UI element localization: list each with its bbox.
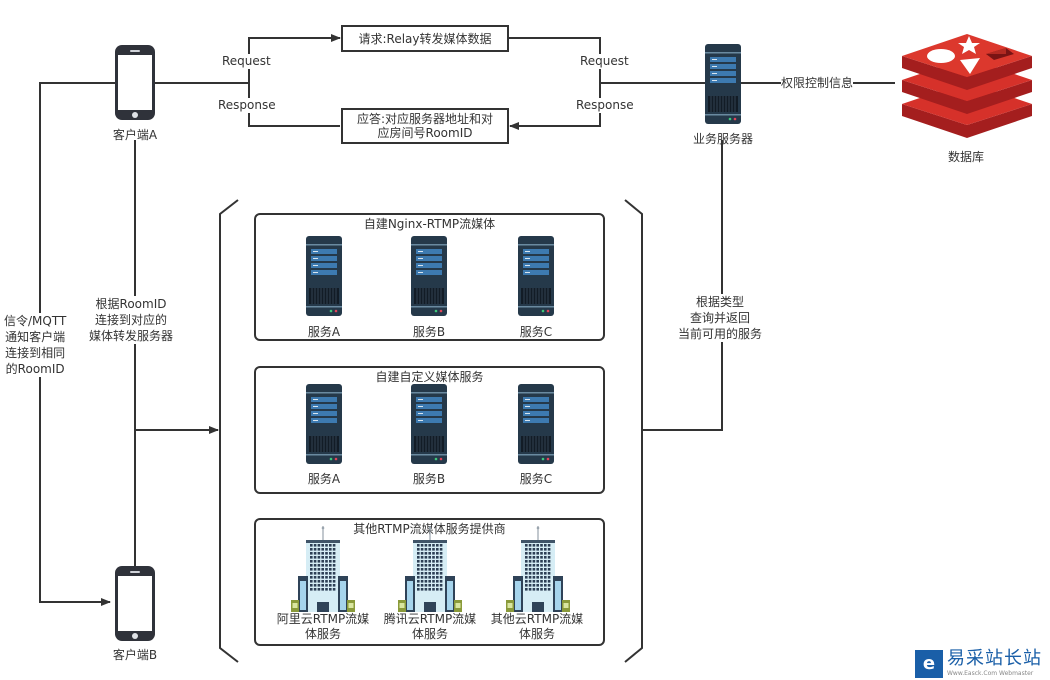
label-response-left: Response bbox=[218, 98, 276, 113]
label-response-right: Response bbox=[576, 98, 634, 113]
watermark-subtext: Www.Easck.Com Webmaster bbox=[947, 670, 1034, 677]
request-message-box: 请求:Relay转发媒体数据 bbox=[341, 25, 509, 52]
smartphone-icon bbox=[115, 566, 155, 641]
label-query-return: 根据类型 查询并返回 当前可用的服务 bbox=[678, 294, 763, 342]
server-icon bbox=[306, 236, 342, 316]
right-bracket bbox=[624, 199, 643, 663]
left-bracket bbox=[219, 199, 239, 663]
database-label: 数据库 bbox=[947, 150, 984, 164]
redis-database-icon bbox=[902, 34, 1032, 138]
label-request-right: Request bbox=[580, 54, 629, 69]
server-icon bbox=[411, 236, 447, 316]
watermark: e 易采站长站 Www.Easck.Com Webmaster bbox=[915, 648, 1050, 680]
label-mqtt-notify: 信令/MQTT 通知客户端 连接到相同 的RoomID bbox=[4, 313, 67, 377]
group-title: 自建Nginx-RTMP流媒体 bbox=[363, 217, 496, 231]
edge-query-return bbox=[642, 140, 723, 431]
business-server-label: 业务服务器 bbox=[692, 132, 753, 146]
aliyun-rtmp-label: 阿里云RTMP流媒 体服务 bbox=[276, 612, 370, 641]
service-c-label: 服务C bbox=[519, 472, 553, 486]
edge-response-left bbox=[248, 83, 340, 127]
group-title: 自建自定义媒体服务 bbox=[375, 370, 484, 384]
office-building-icon bbox=[398, 526, 462, 612]
client-a-label: 客户端A bbox=[112, 128, 158, 142]
service-a-label: 服务A bbox=[307, 325, 341, 339]
tencent-rtmp-label: 腾讯云RTMP流媒 体服务 bbox=[383, 612, 477, 641]
server-icon bbox=[518, 236, 554, 316]
service-b-label: 服务B bbox=[412, 325, 446, 339]
server-icon bbox=[518, 384, 554, 464]
service-b-label: 服务B bbox=[412, 472, 446, 486]
server-icon bbox=[411, 384, 447, 464]
label-permission-info: 权限控制信息 bbox=[781, 76, 854, 91]
service-a-label: 服务A bbox=[307, 472, 341, 486]
other-cloud-rtmp-label: 其他云RTMP流媒 体服务 bbox=[490, 612, 584, 641]
edge-response-right bbox=[509, 83, 601, 130]
watermark-logo-icon: e bbox=[915, 650, 943, 678]
office-building-icon bbox=[506, 526, 570, 612]
server-icon bbox=[306, 384, 342, 464]
service-c-label: 服务C bbox=[519, 325, 553, 339]
label-request-left: Request bbox=[222, 54, 271, 69]
label-connect-by-roomid: 根据RoomID 连接到对应的 媒体转发服务器 bbox=[89, 296, 174, 344]
response-message-box: 应答:对应服务器地址和对 应房间号RoomID bbox=[341, 108, 509, 144]
watermark-text: 易采站长站 bbox=[947, 648, 1042, 669]
client-b-label: 客户端B bbox=[112, 648, 158, 662]
office-building-icon bbox=[291, 526, 355, 612]
smartphone-icon bbox=[115, 45, 155, 120]
server-icon bbox=[705, 44, 741, 124]
